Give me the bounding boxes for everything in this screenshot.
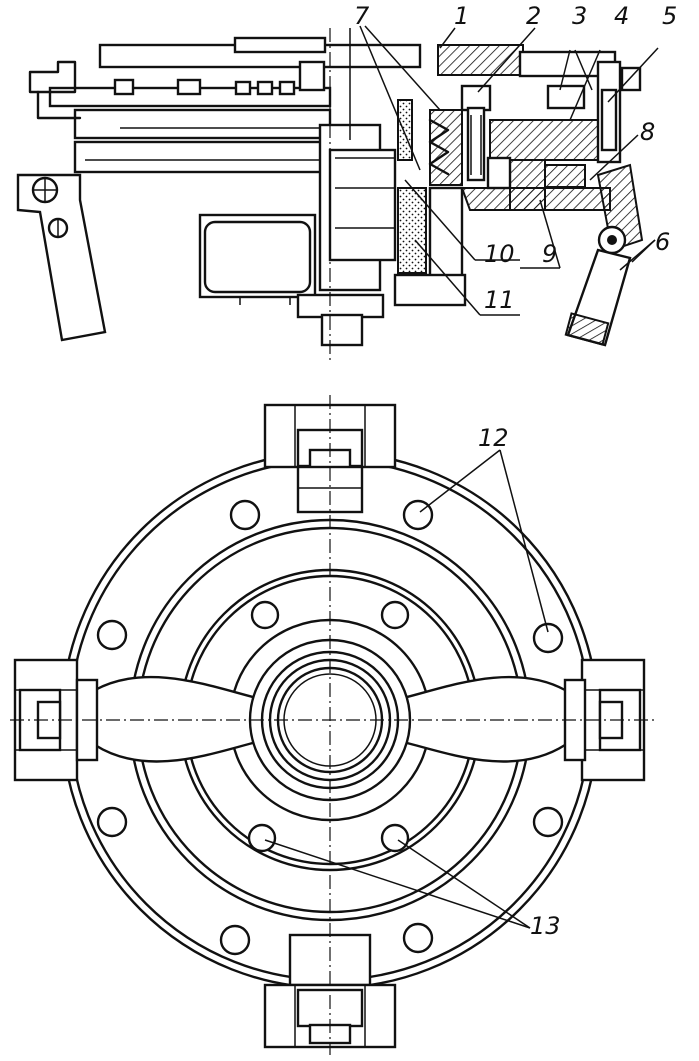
outer-bolts <box>96 499 564 956</box>
hub-stem <box>320 313 364 347</box>
plan-view <box>10 395 655 1055</box>
dotted-liner <box>397 99 413 161</box>
part-7-thread <box>429 109 463 186</box>
callout-12: 12 <box>478 424 509 452</box>
hub-bore <box>328 148 397 262</box>
outer-bolt <box>532 622 564 654</box>
outer-bolt <box>219 924 251 956</box>
callout-5: 5 <box>662 2 677 30</box>
part-4-slab <box>489 119 601 161</box>
dotted-bushing <box>397 187 427 274</box>
callout-10: 10 <box>484 240 515 268</box>
left-hook <box>28 60 77 94</box>
callout-6: 6 <box>655 228 670 256</box>
inner-bolt <box>247 823 277 853</box>
callout-11: 11 <box>484 286 515 314</box>
bottom-leaders <box>264 449 549 929</box>
part-8-insert <box>544 164 586 188</box>
callout-13: 13 <box>530 912 561 940</box>
callout-4: 4 <box>614 2 629 30</box>
rail-studs <box>113 60 326 96</box>
callout-3: 3 <box>572 2 587 30</box>
callout-9: 9 <box>542 240 557 268</box>
middle-rail <box>73 108 332 140</box>
hub-flange <box>296 293 385 319</box>
inner-bolt <box>250 600 280 630</box>
callout-7: 7 <box>354 2 370 30</box>
outer-bolt <box>229 499 261 531</box>
lower-rail <box>73 140 332 174</box>
inner-bolt <box>380 600 410 630</box>
callout-1: 1 <box>454 2 469 30</box>
top-leaders <box>359 25 659 316</box>
part-1-block <box>437 44 524 76</box>
lower-ring <box>393 273 467 307</box>
top-bar-boss <box>233 36 327 54</box>
outer-bolt <box>96 806 128 838</box>
right-wing-arm <box>393 675 578 763</box>
part-8-key <box>486 156 512 190</box>
left-wing-arm <box>82 675 267 763</box>
outer-bolt <box>96 619 128 651</box>
callout-8: 8 <box>640 118 655 146</box>
inner-bolt <box>380 823 410 853</box>
section-view <box>16 28 644 360</box>
outer-bolt <box>402 922 434 954</box>
part-3-nut <box>546 84 586 110</box>
left-clamp-arm <box>16 173 107 342</box>
right-arm-tip <box>564 312 610 346</box>
bolt-2-head <box>460 84 492 112</box>
outer-bolt <box>532 806 564 838</box>
inner-bolts <box>247 600 410 853</box>
callout-2: 2 <box>526 2 541 30</box>
bolt-2-shank <box>466 106 486 182</box>
